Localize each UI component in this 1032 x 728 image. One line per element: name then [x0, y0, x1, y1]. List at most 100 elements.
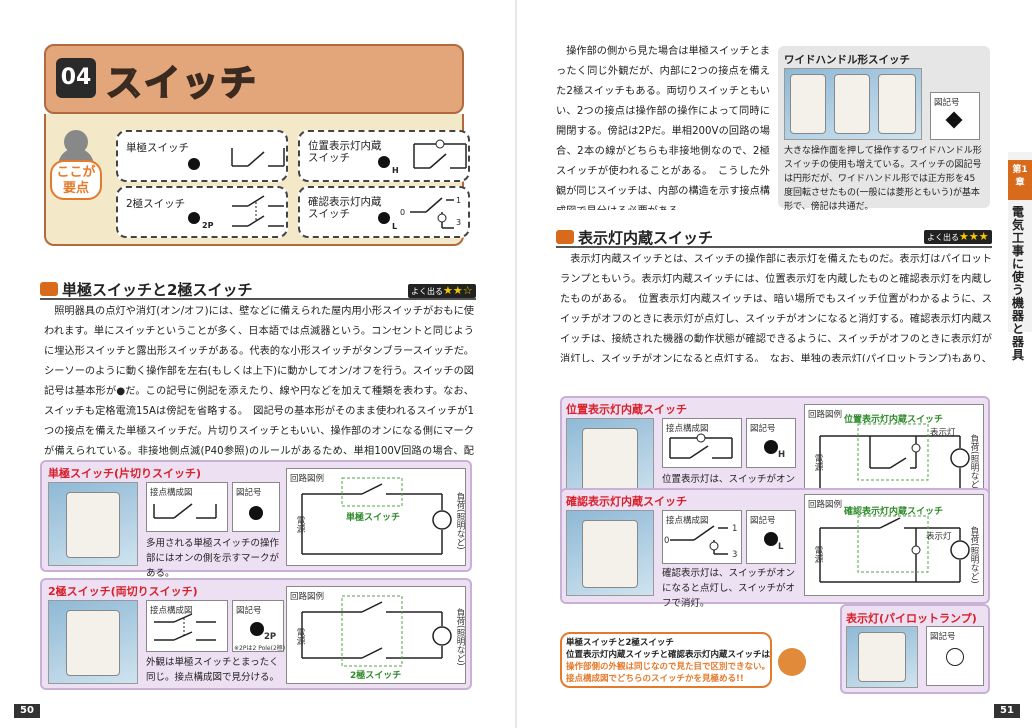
chapter-title: 電気工事に使う機器と器具: [1012, 205, 1025, 362]
contact-diagram: [232, 195, 284, 227]
symbol-label: 図記号: [236, 488, 262, 498]
switch-body-image: [66, 610, 120, 676]
switch-body-image: [582, 520, 638, 588]
section1-rule: [40, 298, 476, 300]
contact-box: [146, 600, 228, 652]
title-bar: [44, 44, 464, 114]
contact-diagram: [153, 503, 217, 519]
tip-bubble: [560, 632, 772, 688]
terminal-1: 1: [456, 196, 462, 205]
switch-symbol-icon: [250, 622, 264, 636]
key-card-confirm: 確認表示灯内蔵 スイッチ L 0 1 3: [298, 186, 470, 238]
right-intro-text: 操作部の側から見た場合は単極スイッチとまったく同じ外観だが、内部に2つの接点を備…: [556, 46, 770, 210]
panel-note: 確認表示灯は、スイッチがオンになると点灯し、スイッチがオフで消灯。: [662, 568, 796, 609]
section-number: 04: [56, 58, 96, 98]
contact-label: 接点構成図: [150, 488, 193, 498]
wide-switch-3: [878, 74, 916, 134]
contact-box: [662, 510, 742, 564]
contact-label: 接点構成図: [150, 606, 193, 616]
symbol-sub: L: [392, 222, 398, 231]
tip-line3: 操作部側の外観は同じなので見た目で区別できない。: [566, 662, 771, 672]
circuit-label: 回路図例: [808, 410, 843, 420]
frequency-badge: よく出る★★☆: [408, 284, 476, 298]
terminal-1: 1: [732, 524, 738, 534]
section1-heading: 単極スイッチと2極スイッチ: [62, 281, 253, 299]
switch-body-image: [66, 492, 120, 558]
tip-line4: 接点構成図でどちらのスイッチかを見極める!!: [566, 674, 744, 684]
lamp-label: 表示灯: [926, 532, 952, 542]
switch-symbol-icon: [764, 532, 778, 546]
panel-title: 2極スイッチ(両切りスイッチ): [48, 585, 198, 598]
panel-note: 多用される単極スイッチの操作部にはオンの側を示すマークがある。: [146, 538, 280, 579]
key-points-badge: ここが 要点: [50, 160, 102, 200]
section2-body: 表示灯内蔵スイッチとは、スイッチの操作部に表示灯を備えたものだ。表示灯はパイロッ…: [560, 254, 992, 362]
chapter-tab: 第1章: [1008, 160, 1032, 200]
load-label: 負荷(照明など): [969, 434, 979, 492]
power-label: 電源: [295, 516, 305, 533]
switch-symbol-icon: [378, 212, 390, 224]
green-switch-label: 確認表示灯内蔵スイッチ: [844, 507, 944, 517]
contact-diagram: [669, 433, 733, 459]
power-label: 電源: [813, 454, 823, 471]
terminal-3: 3: [732, 550, 738, 560]
load-label: 負荷(照明など): [455, 608, 465, 666]
panel-title: 表示灯(パイロットランプ): [846, 612, 977, 625]
contact-diagram: [670, 525, 728, 555]
load-label: 負荷(照明など): [455, 492, 465, 550]
power-label: 電源: [295, 628, 305, 645]
key-card-label: 確認表示灯内蔵 スイッチ: [308, 196, 382, 220]
page-number-right: 51: [994, 704, 1020, 718]
tip-line2: 位置表示灯内蔵スイッチと確認表示灯内蔵スイッチは: [566, 650, 771, 660]
key-card-label: 単極スイッチ: [126, 142, 189, 154]
panel-title: 位置表示灯内蔵スイッチ: [566, 403, 687, 416]
wide-switch-1: [790, 74, 826, 134]
symbol-box: [746, 418, 796, 468]
circuit-label: 回路図例: [808, 500, 843, 510]
page-number-left: 50: [14, 704, 40, 718]
symbol-sub: 2P: [264, 632, 277, 642]
green-switch-label: 2極スイッチ: [350, 671, 402, 681]
circuit-diagram: [819, 515, 970, 583]
frequency-stars: ★★★: [959, 230, 989, 243]
section2-rule: [556, 246, 992, 248]
load-label: 負荷(照明など): [969, 526, 979, 584]
pilot-body-image: [858, 632, 906, 682]
page-title: スイッチ: [105, 62, 259, 105]
tip-line1: 単極スイッチと2極スイッチ: [566, 638, 674, 648]
contact-box: [662, 418, 742, 468]
symbol-sub: L: [778, 542, 784, 552]
contact-diagram: [154, 613, 216, 641]
section-marker-icon: [40, 282, 58, 296]
contact-label: 接点構成図: [666, 516, 709, 526]
frequency-stars: ★★☆: [443, 284, 473, 297]
terminal-0: 0: [664, 536, 670, 546]
frequency-label: よく出る: [411, 287, 443, 296]
symbol-sub: 2P: [202, 221, 214, 230]
green-switch-label: 位置表示灯内蔵スイッチ: [844, 415, 944, 425]
key-card-label: 位置表示灯内蔵 スイッチ: [308, 140, 382, 164]
section2-heading: 表示灯内蔵スイッチ: [578, 229, 714, 247]
circuit-diagram: [301, 477, 452, 555]
symbol-label: 図記号: [934, 98, 960, 108]
symbol-label: 図記号: [750, 424, 776, 434]
power-label: 電源: [813, 546, 823, 563]
symbol-label: 図記号: [930, 632, 956, 642]
panel-title: 単極スイッチ(片切りスイッチ): [48, 467, 202, 480]
contact-diagram: [231, 148, 285, 167]
switch-symbol-icon: [378, 156, 390, 168]
key-card-single: 単極スイッチ: [116, 130, 288, 182]
symbol-note: ※2Pは2 Pole(2極): [234, 645, 286, 652]
gutter: [515, 0, 517, 728]
section1-body: 照明器具の点灯や消灯(オン/オフ)には、壁などに備えられた屋内用小形スイッチがお…: [44, 306, 474, 457]
key-card-position: 位置表示灯内蔵 スイッチ H: [298, 130, 470, 182]
switch-symbol-icon: [188, 158, 200, 170]
symbol-label: 図記号: [750, 516, 776, 526]
terminal-3: 3: [456, 218, 462, 227]
panel-title: 確認表示灯内蔵スイッチ: [566, 495, 687, 508]
green-switch-label: 単極スイッチ: [346, 513, 401, 523]
frequency-badge: よく出る★★★: [924, 230, 992, 244]
terminal-0: 0: [400, 208, 406, 217]
lamp-label: 表示灯: [930, 428, 956, 438]
contact-label: 接点構成図: [666, 424, 709, 434]
switch-symbol-icon: [188, 212, 200, 224]
